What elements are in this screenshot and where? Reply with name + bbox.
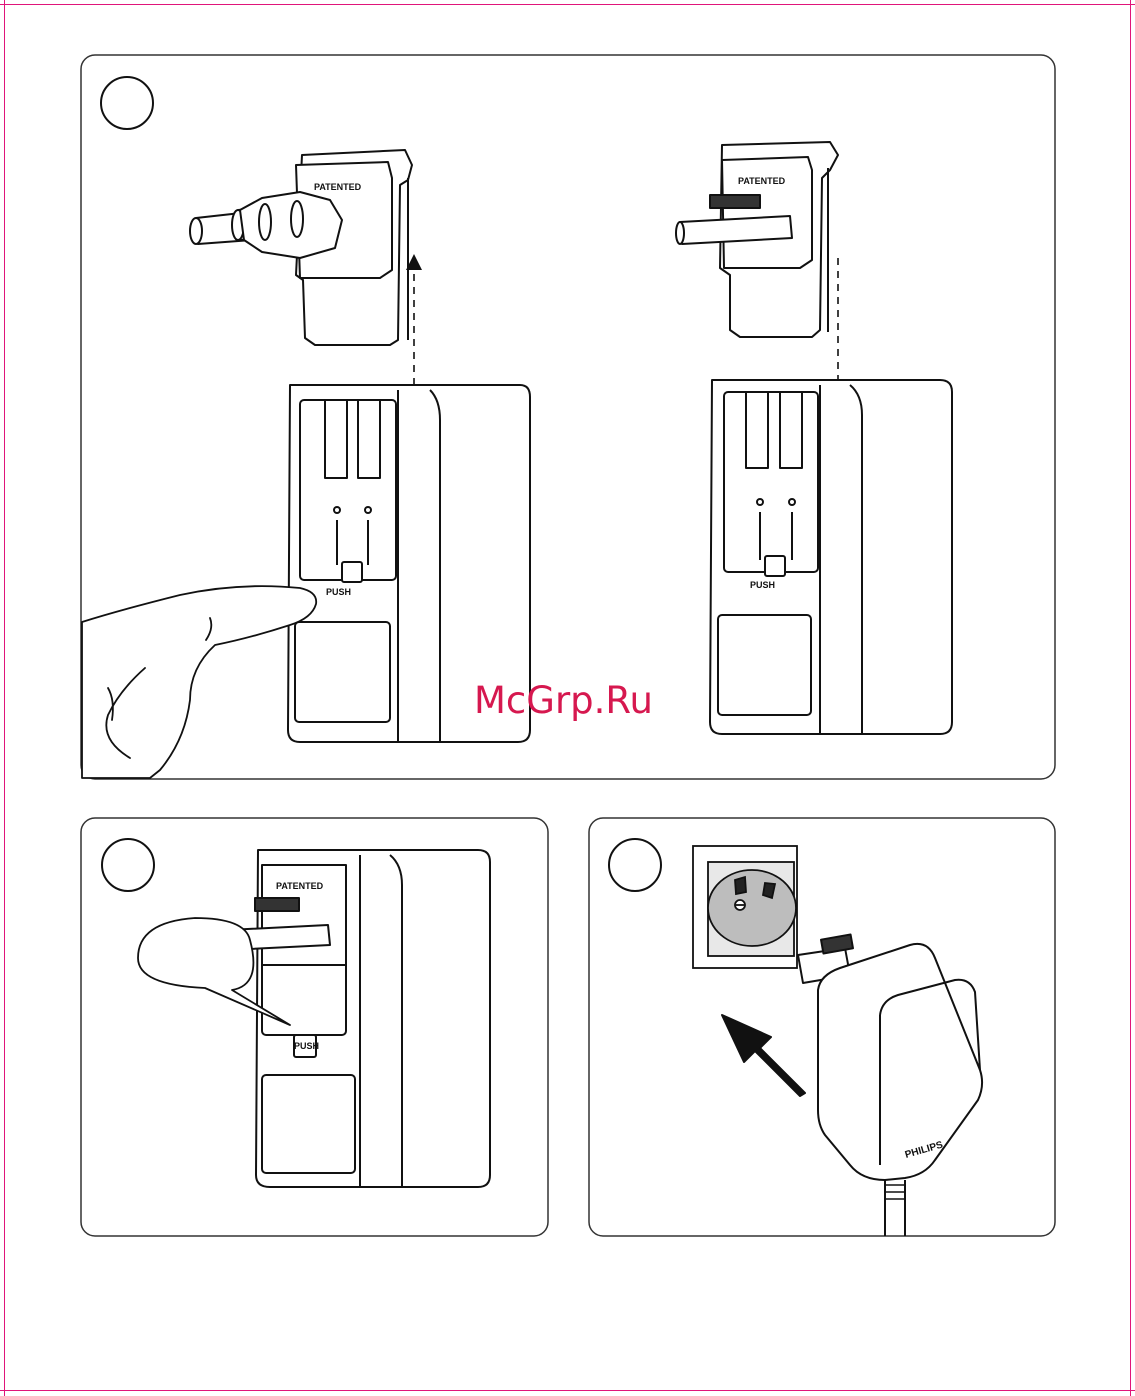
watermark: McGrp.Ru [474,679,653,722]
hand-finger [82,586,316,778]
patented-label-2: PATENTED [738,176,786,186]
insert-arrow [722,1015,805,1096]
adapter-body-assembled [228,850,490,1187]
philips-adapter [798,935,982,1236]
patented-label-3: PATENTED [276,881,324,891]
patented-label-1: PATENTED [314,182,362,192]
push-label-2: PUSH [750,580,775,590]
eu-plug-module [190,150,412,345]
panel-3: PHILIPS [589,818,1055,1236]
adapter-body-right [710,380,952,734]
us-plug-module [676,142,838,337]
step-circle-3 [609,839,661,891]
push-label-3: PUSH [294,1041,319,1051]
step-circle-2 [102,839,154,891]
panel-1: PATENTED PUSH [81,55,1055,779]
push-label-1: PUSH [326,587,351,597]
step-circle-1 [101,77,153,129]
panel-2: PATENTED PUSH [81,818,548,1236]
wall-socket [693,846,797,968]
